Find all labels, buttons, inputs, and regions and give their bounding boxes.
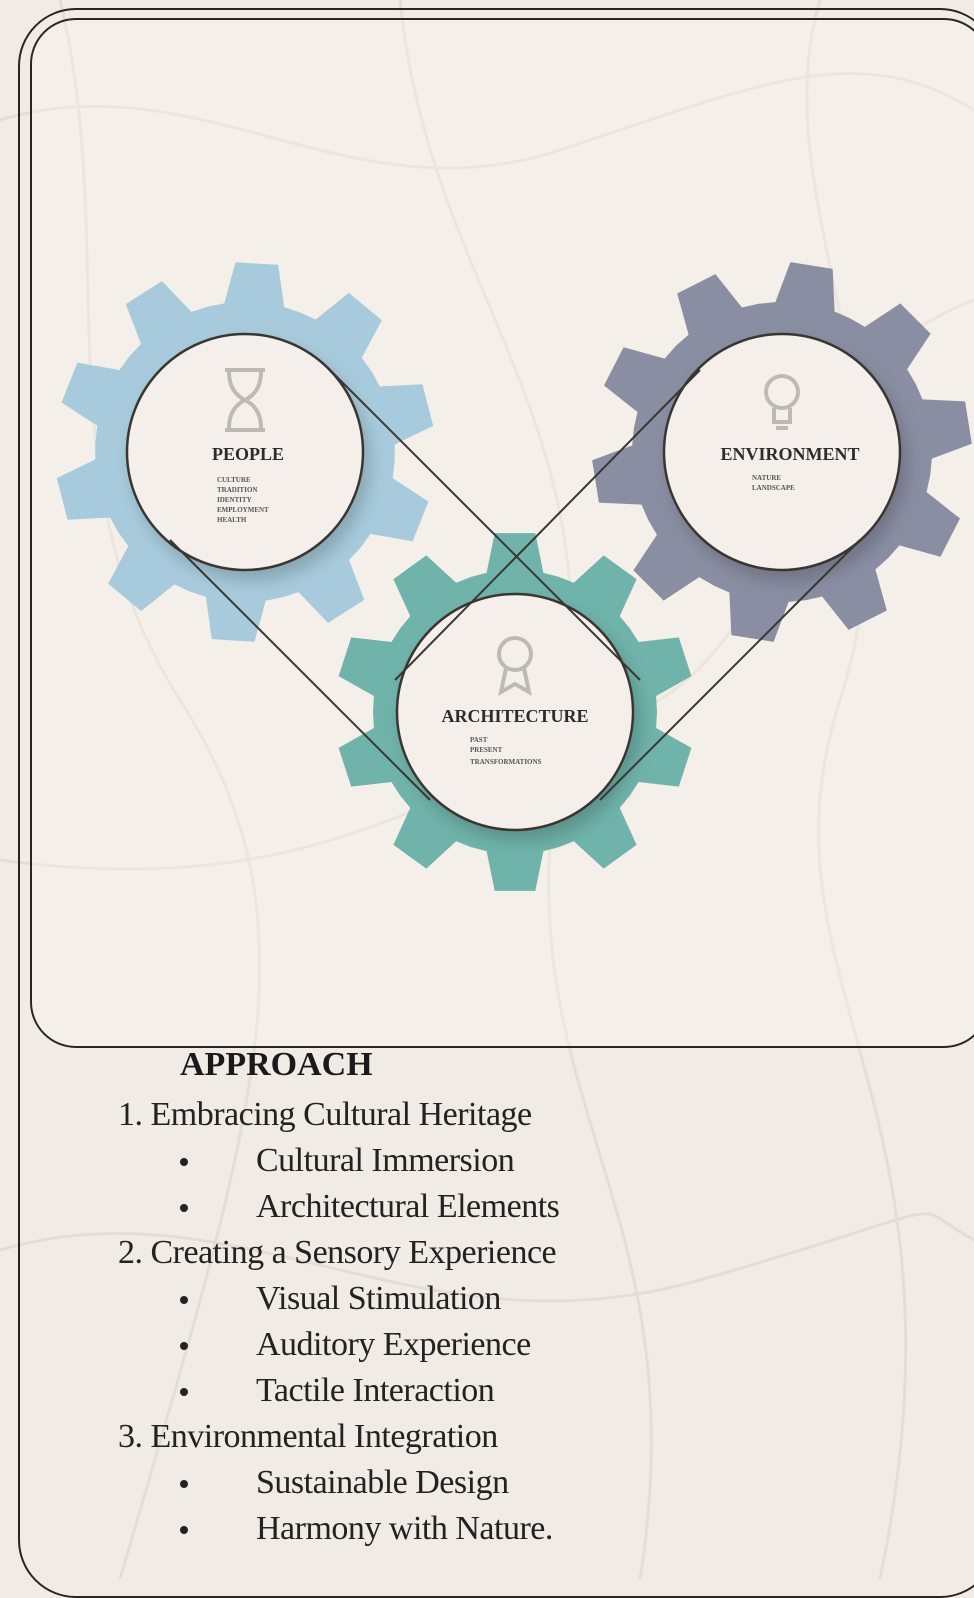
- list-item: Architectural Elements: [0, 1184, 974, 1230]
- list-item: Harmony with Nature.: [0, 1506, 974, 1552]
- environment-sub-0: NATURE: [752, 474, 781, 482]
- people-sub-4: HEALTH: [217, 516, 247, 524]
- people-title: PEOPLE: [212, 444, 284, 464]
- bullet-icon: [180, 1526, 188, 1534]
- bullet-icon: [180, 1296, 188, 1304]
- lightbulb-icon: [764, 374, 800, 430]
- list-item: Auditory Experience: [0, 1322, 974, 1368]
- people-sub-3: EMPLOYMENT: [217, 506, 269, 514]
- list-item: Cultural Immersion: [0, 1138, 974, 1184]
- people-sub-1: TRADITION: [217, 486, 257, 494]
- environment-sub-1: LANDSCAPE: [752, 484, 795, 492]
- hourglass-icon: [225, 368, 265, 432]
- bullet-icon: [180, 1480, 188, 1488]
- bullet-icon: [180, 1204, 188, 1212]
- section-heading: 3. Environmental Integration: [118, 1418, 498, 1455]
- list-item: Sustainable Design: [0, 1460, 974, 1506]
- people-sub-0: CULTURE: [217, 476, 251, 484]
- architecture-title: ARCHITECTURE: [441, 706, 588, 726]
- architecture-sub-1: PRESENT: [470, 746, 503, 754]
- list-item: Visual Stimulation: [0, 1276, 974, 1322]
- bullet-icon: [180, 1388, 188, 1396]
- people-sub-2: IDENTITY: [217, 496, 252, 504]
- section-heading: 2. Creating a Sensory Experience: [118, 1234, 557, 1271]
- architecture-sub-0: PAST: [470, 736, 488, 744]
- medal-icon: [497, 636, 533, 696]
- bullet-icon: [180, 1342, 188, 1350]
- environment-circle: [662, 332, 902, 572]
- section-heading: 1. Embracing Cultural Heritage: [118, 1096, 532, 1133]
- architecture-circle: [395, 592, 635, 832]
- environment-title: ENVIRONMENT: [720, 444, 859, 464]
- architecture-sub-2: TRANSFORMATIONS: [470, 758, 542, 766]
- gear-diagram: PEOPLE ENVIRONMENT ARCHITECTURE CULTURE …: [56, 262, 972, 891]
- bullet-icon: [180, 1158, 188, 1166]
- approach-list: 1. Embracing Cultural Heritage Cultural …: [0, 1092, 974, 1552]
- connector-lines: [169, 369, 861, 801]
- approach-heading: APPROACH: [180, 1046, 373, 1083]
- list-item: Tactile Interaction: [0, 1368, 974, 1414]
- people-circle: [125, 332, 365, 572]
